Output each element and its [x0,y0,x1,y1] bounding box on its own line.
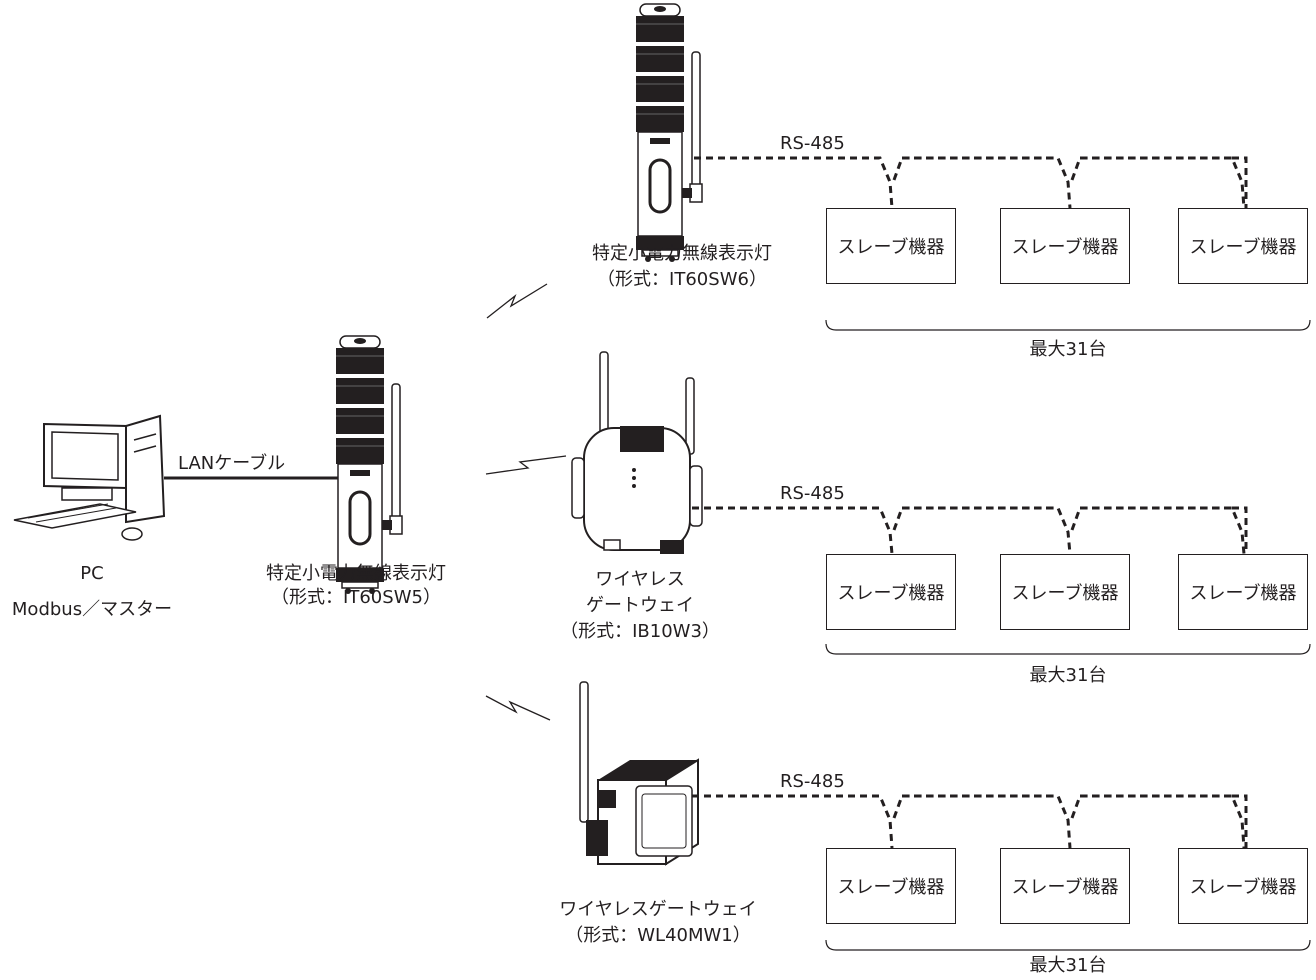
slave-device-label: スレーブ機器 [1011,237,1119,258]
slave-device-label: スレーブ機器 [1189,237,1297,258]
device-label-line: （形式：IT60SW6） [597,269,767,290]
device-label-line: ワイヤレスゲートウェイ [559,899,757,920]
pc-role-label: Modbus／マスター [11,599,173,620]
wireless-signal-icon [486,283,548,319]
master-device-name: 特定小電力無線表示灯 [266,563,446,584]
slave-device-box: スレーブ機器 [1178,848,1308,924]
device-label-line: （形式：WL40MW1） [565,925,751,946]
master-device-model: （形式：IT60SW5） [271,587,441,608]
device-label-line: 特定小電力無線表示灯 [592,243,772,264]
rs485-bus-segment [692,506,1248,555]
group-bracket [825,319,1311,331]
pc-label: PC [80,563,104,584]
signal-tower-icon [634,2,704,264]
wireless-gateway-ib10w3-icon [571,351,703,554]
group-bracket [825,643,1311,655]
pc-icon [13,414,166,541]
slave-device-box: スレーブ機器 [1000,208,1130,284]
slave-device-box: スレーブ機器 [826,848,956,924]
slave-device-label: スレーブ機器 [837,237,945,258]
max-slaves-label: 最大31台 [1029,665,1107,686]
slave-device-box: スレーブ機器 [826,554,956,630]
rs485-bus-segment [694,156,1248,209]
max-slaves-label: 最大31台 [1029,339,1107,360]
rs485-bus [692,794,1248,849]
slave-device-label: スレーブ機器 [837,877,945,898]
lan-cable-label: LANケーブル [178,453,286,474]
wireless-signal-icon [485,455,567,475]
rs485-bus [694,156,1248,209]
slave-device-box: スレーブ機器 [1178,554,1308,630]
max-slaves-label: 最大31台 [1029,955,1107,976]
rs485-label: RS-485 [780,133,845,154]
device-label-line: ワイヤレス [595,569,685,590]
rs485-bus-segment [692,794,1248,849]
slave-device-label: スレーブ機器 [1189,877,1297,898]
slave-device-label: スレーブ機器 [1011,583,1119,604]
rs485-bus [692,506,1248,555]
slave-device-box: スレーブ機器 [1000,848,1130,924]
rs485-label: RS-485 [780,771,845,792]
wireless-gateway-wl40mw1-icon [579,681,699,866]
slave-device-box: スレーブ機器 [1000,554,1130,630]
device-label-line: （形式：IB10W3） [560,621,720,642]
wireless-signal-icon [485,695,551,721]
master-signal-tower-icon [334,334,404,596]
device-label-line: ゲートウェイ [586,595,694,616]
slave-device-box: スレーブ機器 [826,208,956,284]
rs485-label: RS-485 [780,483,845,504]
group-bracket [825,939,1311,951]
slave-device-box: スレーブ機器 [1178,208,1308,284]
slave-device-label: スレーブ機器 [1189,583,1297,604]
slave-device-label: スレーブ機器 [837,583,945,604]
slave-device-label: スレーブ機器 [1011,877,1119,898]
